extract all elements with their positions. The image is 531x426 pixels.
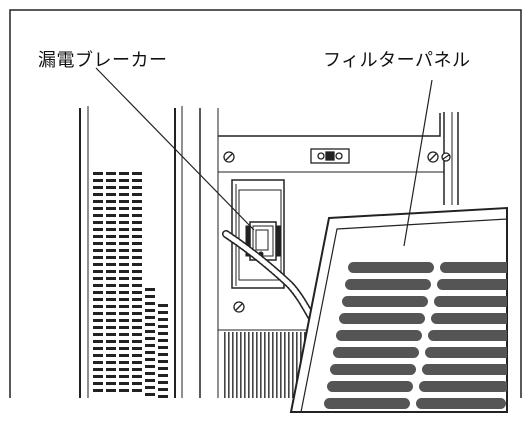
- screw-icon: [233, 301, 245, 313]
- screw-icon: [441, 152, 451, 162]
- screw-icon: [223, 151, 235, 163]
- side-vent-slots: [93, 172, 168, 398]
- breaker-label: 漏電ブレーカー: [38, 50, 168, 71]
- filter-slats: [324, 262, 507, 409]
- filter-panel-label: フィルターパネル: [323, 50, 471, 71]
- frame-border: [9, 9, 522, 398]
- cabinet-side: [79, 106, 183, 398]
- inner-frame: [199, 108, 459, 398]
- wire-cable-icon: [222, 230, 316, 322]
- leader-line-breaker: [95, 67, 255, 231]
- filter-panel: [289, 206, 508, 413]
- screw-icon: [427, 151, 439, 163]
- lower-grille: [222, 332, 308, 398]
- latch-icon: [310, 148, 350, 164]
- leader-line-filter: [403, 79, 433, 247]
